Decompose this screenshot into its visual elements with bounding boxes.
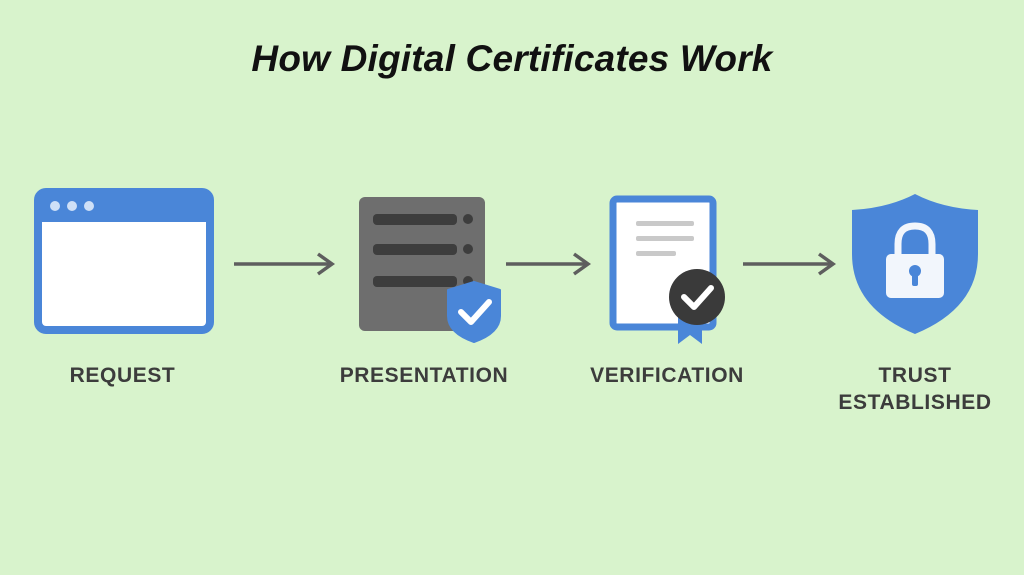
certificate-check-icon <box>609 195 725 344</box>
arrow-2-icon <box>506 252 592 276</box>
server-shield-icon <box>359 197 501 343</box>
diagram-title: How Digital Certificates Work <box>251 38 773 79</box>
step-label-trust-line2: ESTABLISHED <box>838 391 992 414</box>
arrow-3-icon <box>743 252 837 276</box>
step-label-trust-line1: TRUST <box>878 364 952 387</box>
step-label-trust-established: TRUST ESTABLISHED <box>820 362 1010 416</box>
step-label-verification: VERIFICATION <box>590 364 744 387</box>
step-label-request: REQUEST <box>69 364 176 387</box>
browser-window-icon <box>34 188 214 334</box>
arrow-1-icon <box>234 252 336 276</box>
shield-lock-icon <box>852 194 978 334</box>
step-label-presentation: PRESENTATION <box>339 364 509 387</box>
